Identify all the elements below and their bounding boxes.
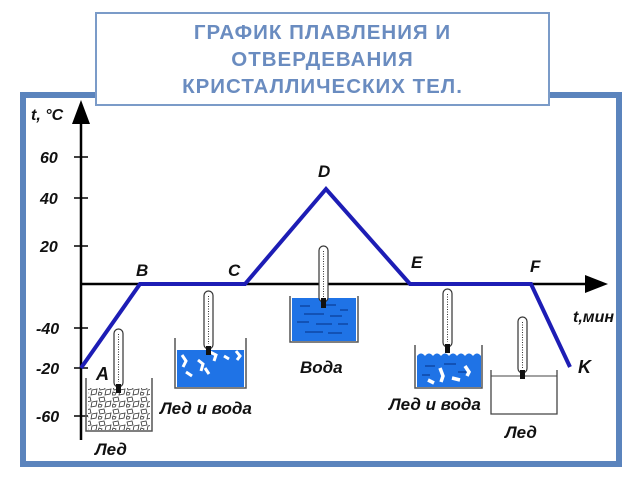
y-axis-label: t, °C [31, 107, 64, 124]
thermometer-icon [203, 290, 214, 355]
point-label-d: D [318, 162, 330, 181]
beaker-ice-water-1 [174, 290, 247, 389]
thermometer-icon [442, 288, 453, 353]
diagram-title: ГРАФИК ПЛАВЛЕНИЯ И ОТВЕРДЕВАНИЯ КРИСТАЛЛ… [182, 20, 463, 98]
state-label-ice-water-2: Лед и вода [387, 395, 481, 414]
state-label-ice-2: Лед [503, 423, 537, 442]
thermometer-icon [517, 316, 528, 379]
state-label-ice-1: Лед [93, 440, 127, 459]
point-label-f: F [530, 257, 541, 276]
x-axis-label: t,мин [573, 309, 614, 326]
point-label-k: K [578, 357, 593, 377]
state-label-ice-water-1: Лед и вода [158, 399, 252, 418]
beaker-ice-2 [490, 316, 558, 415]
y-tick-label: 40 [39, 191, 58, 208]
y-axis [72, 100, 90, 440]
y-tick-label: 60 [40, 150, 58, 167]
y-tick-label: -20 [36, 361, 59, 378]
point-label-a: A [95, 364, 109, 384]
point-label-c: C [228, 261, 241, 280]
point-label-b: B [136, 261, 148, 280]
beaker-ice-1 [85, 328, 153, 432]
y-tick-label: 20 [39, 239, 58, 256]
thermometer-icon [113, 328, 124, 393]
beaker-ice-water-2 [414, 288, 483, 389]
beaker-water [289, 245, 359, 343]
point-label-e: E [411, 253, 423, 272]
x-axis-arrow-icon [585, 275, 608, 293]
state-label-water: Вода [300, 358, 343, 377]
title-box: ГРАФИК ПЛАВЛЕНИЯ И ОТВЕРДЕВАНИЯ КРИСТАЛЛ… [95, 12, 550, 106]
temperature-curve [79, 185, 572, 370]
y-tick-label: -60 [36, 409, 59, 426]
y-tick-label: -40 [36, 321, 59, 338]
thermometer-icon [318, 245, 329, 308]
y-axis-arrow-icon [72, 100, 90, 124]
